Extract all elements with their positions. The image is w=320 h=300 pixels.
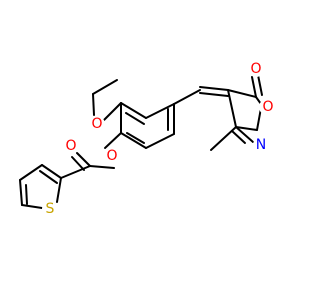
bond [199, 86, 229, 91]
atom-label: S [46, 201, 55, 217]
bond [210, 126, 237, 151]
atom-ethoxy-oxygen: O [89, 116, 105, 132]
bond [199, 92, 229, 97]
atom-ring-nitrogen: N [253, 137, 269, 153]
atom-ester-carbonyl-oxygen: O [63, 138, 79, 154]
bond [251, 76, 257, 98]
atom-label: O [250, 61, 261, 77]
bond [235, 126, 258, 131]
bond [92, 93, 95, 116]
bond [125, 112, 145, 125]
bond [101, 102, 122, 123]
bond [145, 103, 175, 119]
bond [256, 107, 262, 131]
atom-label: O [91, 116, 102, 132]
bond [76, 152, 91, 167]
bond [19, 164, 43, 181]
bond [227, 89, 237, 128]
bond [71, 156, 85, 171]
bond [39, 170, 58, 184]
bond [25, 184, 28, 205]
atom-label: O [65, 138, 76, 154]
bond [21, 204, 43, 209]
atom-label: O [106, 148, 117, 164]
structure-diagram: O O N O O O S [19, 61, 275, 217]
bond [19, 179, 23, 206]
atom-label: O [262, 99, 273, 115]
bond [92, 79, 118, 95]
atom-label: N [256, 137, 266, 153]
bond [235, 126, 254, 143]
bond [41, 164, 62, 179]
bond [126, 132, 145, 144]
atom-thiophene-sulfur: S [42, 201, 58, 217]
bond [104, 132, 122, 149]
bond [120, 102, 147, 119]
bond [231, 130, 246, 144]
bond [227, 89, 257, 98]
atom-ester-oxygen: O [104, 148, 120, 164]
bond [60, 165, 91, 179]
atom-carbonyl-oxygen: O [248, 61, 264, 77]
bond [56, 177, 62, 203]
molecule-drawing: O O N O O O S [19, 61, 275, 217]
bond [89, 165, 115, 169]
bond [255, 96, 262, 105]
bond [120, 132, 147, 149]
atom-ring-oxygen: O [259, 99, 275, 115]
bond [145, 133, 175, 149]
bond [257, 74, 263, 96]
bond [173, 89, 201, 105]
